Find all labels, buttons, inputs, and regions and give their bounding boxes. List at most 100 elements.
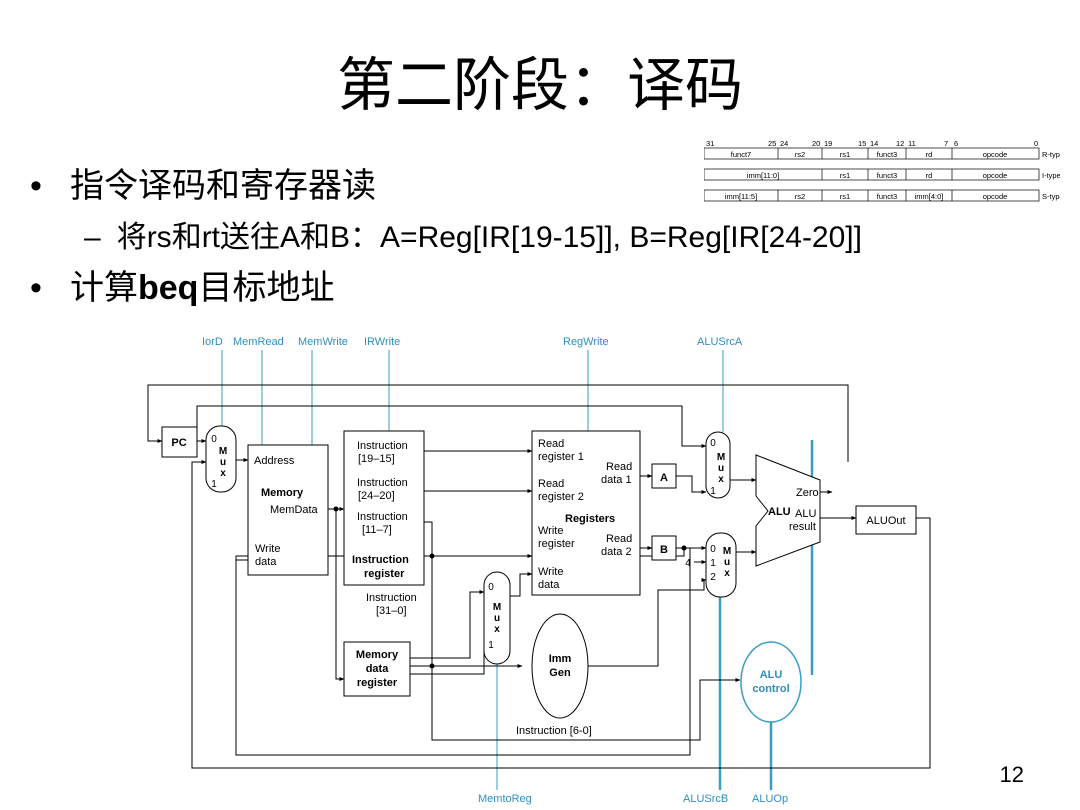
- bit-label: 6: [954, 139, 958, 148]
- mux-input: 1: [710, 558, 716, 569]
- regs-label: register 2: [538, 491, 584, 503]
- field: opcode: [983, 192, 1008, 201]
- bullet-beq-keyword: beq: [138, 269, 199, 307]
- mux-input: 1: [211, 479, 217, 490]
- regs-label: Read: [538, 478, 564, 490]
- field: imm[4:0]: [915, 192, 944, 201]
- register-file: [531, 430, 641, 596]
- bit-label: 19: [824, 139, 832, 148]
- bullet-dot: •: [30, 167, 42, 205]
- ir-full: Instruction: [366, 592, 417, 604]
- memory-data-register: [343, 641, 411, 697]
- aluout-label: ALUOut: [866, 515, 905, 527]
- memory-name: Memory: [261, 487, 304, 499]
- bit-label: 31: [706, 139, 714, 148]
- regs-label: data 2: [601, 546, 632, 558]
- bullet-decode-text: 指令译码和寄存器读: [70, 167, 376, 205]
- bit-label: 24: [780, 139, 788, 148]
- memory-unit: [247, 444, 329, 576]
- wire-aluout-memtoreg: [410, 590, 485, 659]
- memory-address-label: Address: [254, 455, 295, 467]
- bullet-beq-text-2: 目标地址: [198, 269, 335, 307]
- dash-glyph: –: [84, 221, 101, 254]
- pc-label: PC: [171, 437, 186, 449]
- wire-alu-to-pc: [147, 384, 849, 462]
- pc-register: [161, 426, 198, 458]
- signal-regwrite: RegWrite: [563, 336, 609, 348]
- mux-iord: [205, 425, 237, 493]
- type-name: S-type: [1042, 192, 1060, 201]
- instruction-format-table: 31 25 24 20 19 15 14 12 11 7 6 0 funct7 …: [704, 139, 1060, 202]
- regs-label: Write: [538, 566, 563, 578]
- bit-label: 12: [896, 139, 904, 148]
- mdr-label: register: [357, 677, 398, 689]
- bullet-beq-text-1: 计算: [70, 269, 138, 307]
- junction-dot: [333, 506, 339, 512]
- bit-label: 20: [812, 139, 820, 148]
- memory-data-label: data: [255, 556, 277, 568]
- ir-field: [19–15]: [358, 453, 395, 465]
- ir-field: Instruction: [357, 440, 408, 452]
- ir-field: [11–7]: [362, 524, 392, 536]
- wire-aluout-loop: [191, 460, 931, 769]
- field: rs1: [840, 150, 850, 159]
- field: rd: [926, 150, 933, 159]
- mux-input: 2: [710, 572, 716, 583]
- regs-label: Write: [538, 525, 563, 537]
- bit-label: 14: [870, 139, 878, 148]
- memory-write-label: Write: [255, 543, 280, 555]
- regs-name: Registers: [565, 513, 615, 525]
- mux-alusrca: [705, 431, 731, 499]
- stype-row: [704, 189, 1040, 202]
- signal-memread: MemRead: [233, 336, 284, 348]
- bullet-dot: •: [30, 269, 42, 307]
- ir-name: Instruction: [352, 554, 409, 566]
- wire-memtoreg-writedata: [510, 572, 533, 597]
- field: rs2: [795, 192, 805, 201]
- mux-input: 0: [710, 544, 716, 555]
- field: imm[11:5]: [725, 192, 757, 201]
- alu-result-label: ALU: [795, 508, 816, 520]
- mux-input: 0: [710, 438, 716, 449]
- field: rs1: [840, 192, 850, 201]
- mux-memtoreg: [483, 571, 511, 665]
- immgen-label: Imm: [549, 653, 572, 665]
- mux-input: 0: [488, 582, 494, 593]
- mdr-label: Memory: [356, 649, 399, 661]
- signal-irwrite: IRWrite: [364, 336, 400, 348]
- bit-label: 0: [1034, 139, 1038, 148]
- mdr-label: data: [366, 663, 390, 675]
- bit-label: 7: [944, 139, 948, 148]
- b-label: B: [660, 544, 668, 556]
- sub-text-1: 将: [116, 221, 147, 254]
- alu-result-label: result: [789, 521, 816, 533]
- instr60-label: Instruction [6-0]: [516, 725, 592, 737]
- alu-zero-label: Zero: [796, 487, 819, 499]
- field: funct3: [877, 150, 897, 159]
- mux-letter: u: [718, 463, 724, 474]
- mux-alusrcb: [705, 532, 737, 598]
- field: funct7: [731, 150, 751, 159]
- field: rs2: [795, 150, 805, 159]
- alu-name: ALU: [768, 506, 791, 518]
- field: rd: [926, 171, 933, 180]
- mux-letter: M: [717, 452, 725, 463]
- alucontrol-label: control: [752, 683, 789, 695]
- mux-letter: M: [219, 446, 227, 457]
- wire-b-memwrite-loop: [235, 548, 691, 756]
- regs-label: Read: [606, 533, 632, 545]
- regs-label: register 1: [538, 451, 584, 463]
- page-number: 12: [999, 762, 1024, 787]
- bit-label: 15: [858, 139, 866, 148]
- mux-letter: x: [494, 624, 500, 635]
- signal-aluop: ALUOp: [752, 793, 788, 805]
- alu-unit: [755, 454, 821, 567]
- mux-input: 0: [211, 434, 217, 445]
- b-register: [651, 535, 677, 561]
- junction-dot: [429, 663, 435, 669]
- a-label: A: [660, 472, 668, 484]
- sub-text-3: 送往A和B：A=Reg[IR[19-15]], B=Reg[IR[24-20]]: [220, 221, 862, 254]
- ir-name: register: [364, 568, 405, 580]
- memory-memdata-label: MemData: [270, 504, 319, 516]
- sub-text-rs: rs: [146, 221, 172, 254]
